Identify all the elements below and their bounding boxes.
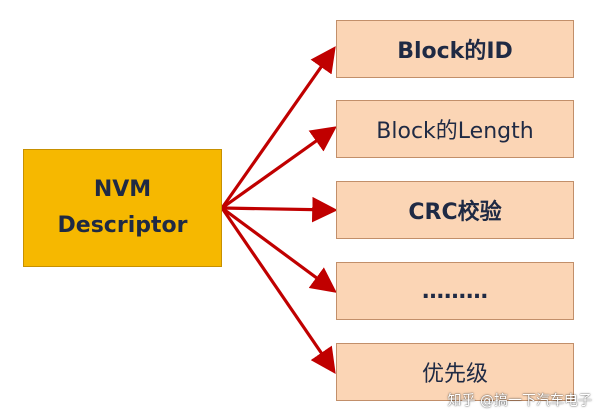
arrow-to-block-id: [220, 46, 336, 209]
arrow-to-ellipsis: [221, 206, 337, 293]
block-length-box: Block的Length: [336, 100, 574, 158]
nvm-descriptor-box: NVM Descriptor: [23, 149, 222, 267]
ellipsis-box: ………: [336, 262, 574, 320]
arrow-to-block-length: [221, 126, 337, 210]
watermark-text: 知乎 @搞一下汽车电子: [447, 393, 592, 409]
arrow-to-crc: [221, 196, 338, 223]
crc-check-box: CRC校验: [336, 181, 574, 239]
source-label-line2: Descriptor: [57, 213, 188, 238]
block-id-box: Block的ID: [336, 20, 574, 78]
source-label-line1: NVM: [93, 177, 152, 202]
priority-box: 优先级: [336, 343, 574, 401]
arrow-to-priority: [220, 207, 336, 374]
